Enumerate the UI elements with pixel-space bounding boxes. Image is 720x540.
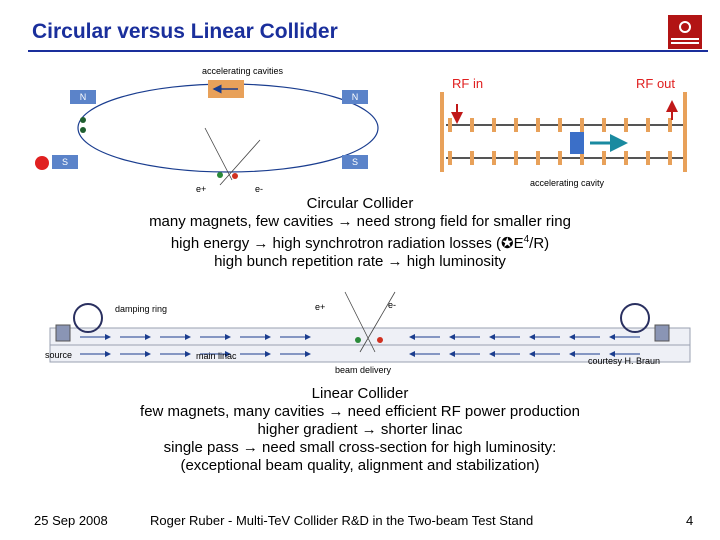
cavities-label: accelerating cavities bbox=[202, 66, 284, 76]
circular-heading: Circular Collider bbox=[306, 195, 414, 212]
rf-irises bbox=[448, 118, 672, 165]
accelerating-cavity-label: accelerating cavity bbox=[530, 178, 605, 188]
linear-line-2: higher gradient → shorter linac bbox=[257, 421, 463, 438]
rf-in-label: RF in bbox=[452, 76, 484, 91]
red-source-dot bbox=[35, 156, 49, 170]
source-label: source bbox=[45, 350, 73, 360]
damping-ring-label: damping ring bbox=[115, 304, 168, 314]
linear-line-4: (exceptional beam quality, alignment and… bbox=[180, 457, 540, 474]
linear-line-3: single pass → need small cross-section f… bbox=[163, 439, 557, 456]
circular-collider-text: Circular Collider many magnets, few cavi… bbox=[100, 195, 620, 271]
magnet-south-left: S bbox=[52, 155, 78, 169]
positron-label-circular: e+ bbox=[196, 184, 207, 194]
footer-date: 25 Sep 2008 bbox=[34, 513, 108, 528]
rf-out-label: RF out bbox=[636, 76, 676, 91]
linear-line-1: few magnets, many cavities → need effici… bbox=[140, 403, 580, 420]
courtesy-label: courtesy H. Braun bbox=[588, 356, 661, 366]
linac-arrows-left bbox=[80, 334, 311, 357]
magnet-north-left: N bbox=[70, 90, 96, 104]
electron-label-circular: e- bbox=[255, 184, 264, 194]
linear-heading: Linear Collider bbox=[311, 385, 409, 402]
slide-title: Circular versus Linear Collider bbox=[32, 20, 338, 43]
positron-label-linear: e+ bbox=[315, 302, 326, 312]
university-logo bbox=[668, 15, 702, 49]
circular-line-1: many magnets, few cavities → need strong… bbox=[149, 213, 571, 230]
proportional-symbol: ✪ bbox=[501, 235, 514, 252]
magnet-north-right: N bbox=[342, 90, 368, 104]
page-number: 4 bbox=[686, 513, 694, 528]
magnet-south-right: S bbox=[342, 155, 368, 169]
circular-line-2: high energy → high synchrotron radiation… bbox=[170, 234, 550, 252]
linear-collider-text: Linear Collider few magnets, many caviti… bbox=[100, 385, 620, 475]
title-rule bbox=[28, 50, 708, 52]
footer-author: Roger Ruber - Multi-TeV Collider R&D in … bbox=[150, 513, 534, 528]
main-linac-label: main linac bbox=[196, 351, 237, 361]
damping-ring-right bbox=[620, 303, 650, 333]
electron-label-linear: e- bbox=[388, 300, 397, 310]
damping-ring-left bbox=[73, 303, 103, 333]
linac-arrows-right bbox=[409, 334, 640, 357]
beam-delivery-label: beam delivery bbox=[335, 365, 392, 375]
circular-line-3: high bunch repetition rate → high lumino… bbox=[214, 253, 506, 270]
